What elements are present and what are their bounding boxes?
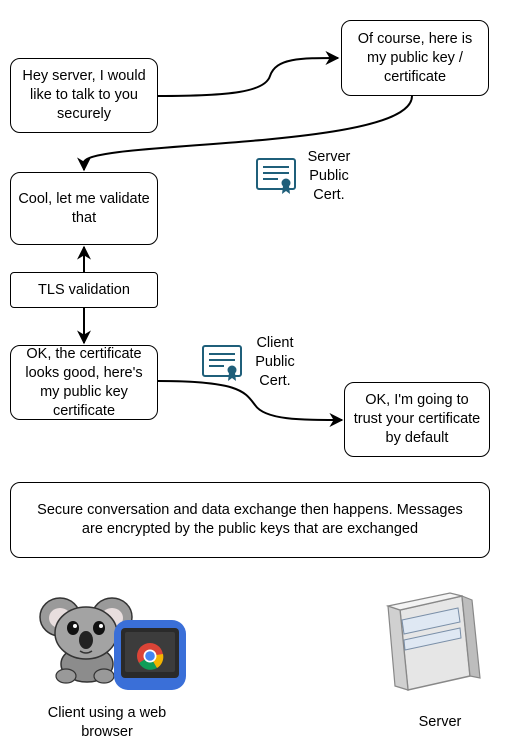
server-reply-box: Of course, here is my public key / certi… [341, 20, 489, 96]
server-cert-label: Server Public Cert. [307, 149, 351, 203]
chrome-browser-icon [114, 620, 186, 690]
client-validate-box: Cool, let me validate that [10, 172, 158, 245]
server-tower-icon [385, 592, 481, 691]
koala-mascot-icon [39, 597, 133, 684]
client-label: Client using a web browser [47, 705, 167, 740]
secure-exchange-box: Secure conversation and data exchange th… [10, 482, 490, 558]
arrow-hello-to-server [157, 51, 340, 97]
arrow-server-to-validate [77, 95, 413, 172]
arrow-client-to-trust [157, 380, 344, 427]
server-label: Server [418, 714, 462, 730]
tls-validation-box: TLS validation [10, 272, 158, 308]
server-trust-box: OK, I'm going to trust your certificate … [344, 382, 490, 457]
certificate-icon [202, 345, 242, 381]
client-cert-box: OK, the certificate looks good, here's m… [10, 345, 158, 420]
client-cert-label: Client Public Cert. [255, 335, 295, 389]
client-hello-box: Hey server, I would like to talk to you … [10, 58, 158, 133]
certificate-icon [256, 158, 296, 194]
